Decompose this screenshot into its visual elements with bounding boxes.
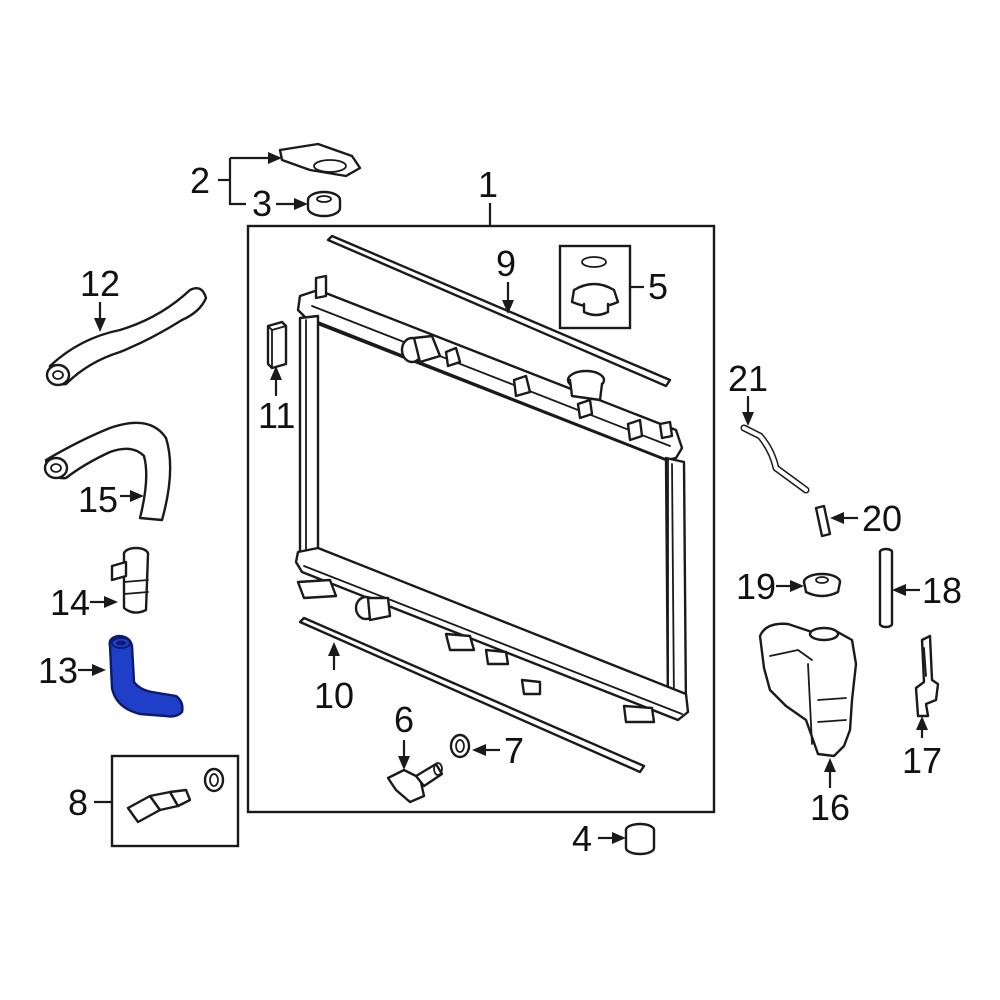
part-21-overflow-pipe[interactable] [740, 424, 810, 494]
part-17-bracket[interactable] [914, 634, 940, 718]
part-15-lower-hose[interactable] [43, 421, 172, 522]
callout-10-group: 10 [314, 642, 354, 716]
radiator[interactable] [294, 274, 690, 724]
callout-19[interactable]: 19 [736, 566, 776, 607]
callout-18-group: 18 [892, 570, 962, 611]
callout-13-group: 13 [38, 650, 106, 691]
callout-21[interactable]: 21 [728, 358, 768, 399]
callout-1-group: 1 [246, 164, 716, 814]
callout-2[interactable]: 2 [190, 160, 210, 201]
callout-7-group: 7 [472, 730, 524, 771]
callout-6-group: 6 [394, 699, 414, 770]
part-10-lower-seal[interactable] [298, 616, 646, 774]
callout-20[interactable]: 20 [862, 498, 902, 539]
part-12-upper-hose[interactable] [45, 287, 208, 387]
part-9-upper-seal[interactable] [326, 234, 672, 388]
part-11-cushion[interactable] [266, 320, 288, 370]
callout-14[interactable]: 14 [50, 582, 90, 623]
part-4-cap[interactable] [624, 822, 656, 856]
part-3-washer[interactable] [306, 190, 342, 218]
callout-11-group: 11 [258, 366, 295, 436]
callout-5[interactable]: 5 [648, 266, 668, 307]
callout-3[interactable]: 3 [252, 183, 272, 224]
callout-19-group: 19 [736, 566, 804, 607]
callout-4[interactable]: 4 [572, 818, 592, 859]
part-5-radiator-cap[interactable] [558, 244, 632, 330]
part-19-reservoir-cap[interactable] [802, 572, 842, 598]
part-8-temperature-sensor[interactable] [110, 754, 240, 848]
callout-18[interactable]: 18 [922, 570, 962, 611]
callout-5-group: 5 [630, 266, 668, 307]
callout-16-group: 16 [810, 758, 850, 828]
callout-7[interactable]: 7 [504, 730, 524, 771]
callout-6[interactable]: 6 [394, 699, 414, 740]
callout-15[interactable]: 15 [78, 479, 118, 520]
callout-17-group: 17 [902, 716, 942, 781]
callout-17[interactable]: 17 [902, 740, 942, 781]
part-14-hose-joint[interactable] [110, 546, 150, 614]
part-18-overflow-hose[interactable] [878, 547, 894, 629]
callout-12[interactable]: 12 [80, 263, 120, 304]
callout-8-group: 8 [68, 782, 112, 823]
part-13-bypass-hose[interactable] [108, 634, 184, 718]
callout-13[interactable]: 13 [38, 650, 78, 691]
part-2-shroud[interactable] [278, 142, 362, 178]
callout-9-group: 9 [496, 243, 516, 314]
callout-10[interactable]: 10 [314, 675, 354, 716]
callout-14-group: 14 [50, 582, 118, 623]
callout-8[interactable]: 8 [68, 782, 88, 823]
part-6-drain-cock[interactable] [386, 762, 444, 804]
callout-2-3-group: 2 3 [190, 152, 308, 224]
callout-21-group: 21 [728, 358, 768, 426]
callout-11[interactable]: 11 [258, 395, 295, 436]
radiator-assembly-frame [246, 224, 716, 814]
part-16-reservoir-tank[interactable] [758, 622, 858, 758]
callout-20-group: 20 [830, 498, 902, 539]
part-20-tube[interactable] [814, 504, 832, 538]
callout-16[interactable]: 16 [810, 787, 850, 828]
callout-4-group: 4 [572, 818, 626, 859]
part-7-o-ring[interactable] [449, 733, 471, 759]
callout-12-group: 12 [80, 263, 120, 332]
callout-1[interactable]: 1 [478, 164, 498, 205]
callout-9[interactable]: 9 [496, 243, 516, 284]
callout-15-group: 15 [78, 479, 144, 520]
